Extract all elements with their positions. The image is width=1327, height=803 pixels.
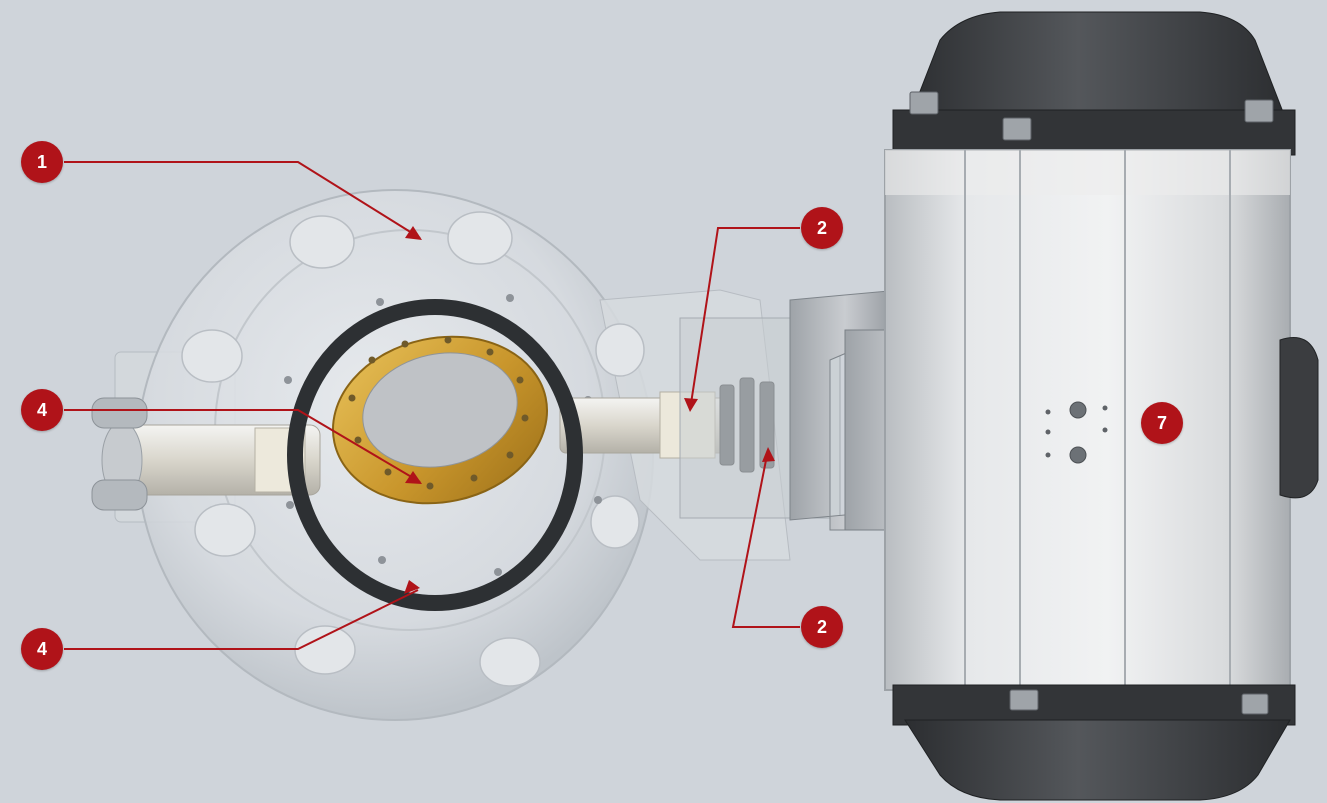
seat-ring (287, 299, 583, 611)
callout-2-upper-label: 2 (816, 217, 827, 238)
callout-1: 1 (21, 141, 63, 183)
callout-7: 7 (1141, 402, 1183, 444)
callout-4-lower-label: 4 (36, 638, 47, 659)
callout-2-lower-label: 2 (816, 616, 827, 637)
leader-lines (64, 161, 800, 650)
callout-7-label: 7 (1156, 412, 1167, 433)
callout-2-lower: 2 (801, 606, 843, 648)
pneumatic-actuator (884, 11, 1319, 801)
callout-1-label: 1 (36, 151, 47, 172)
callout-4-lower: 4 (21, 628, 63, 670)
callout-4-upper: 4 (21, 389, 63, 431)
callout-4-upper-label: 4 (36, 399, 47, 420)
callout-2-upper: 2 (801, 207, 843, 249)
left-shaft (91, 397, 321, 511)
leader-arrowheads (404, 226, 775, 594)
